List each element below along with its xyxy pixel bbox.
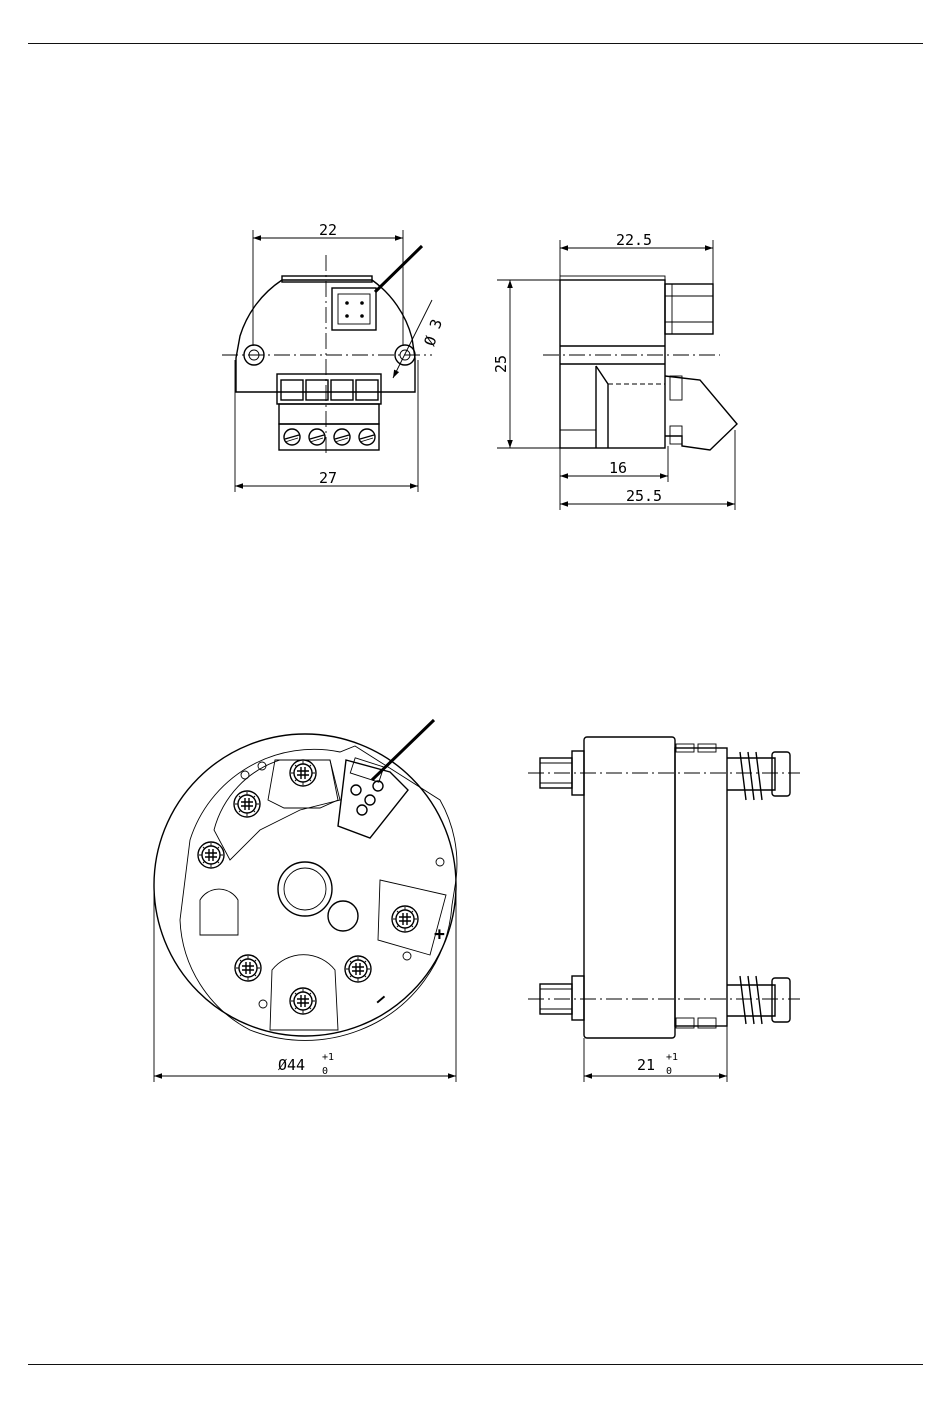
front-view-head: + – Ø44 +1 0	[154, 720, 457, 1082]
plus-mark: +	[434, 924, 445, 945]
dim-hole-3: Ø 3	[420, 317, 445, 348]
minus-mark: –	[370, 988, 390, 1009]
dim-27: 27	[319, 469, 337, 487]
dim-25-5: 25.5	[626, 487, 662, 505]
side-view-head: 21 +1 0	[528, 737, 800, 1082]
front-view-small: 22 27 Ø 3	[222, 221, 446, 492]
tol-44-upper: +1	[322, 1052, 334, 1063]
side-view-small: 25 22.5 16 25.5	[492, 231, 737, 510]
dim-44: Ø44	[278, 1056, 305, 1074]
tol-44-lower: 0	[322, 1066, 328, 1077]
tol-21-lower: 0	[666, 1066, 672, 1077]
dim-22: 22	[319, 221, 337, 239]
dim-25: 25	[492, 355, 510, 373]
dim-16: 16	[609, 459, 627, 477]
dim-21: 21	[637, 1056, 655, 1074]
dim-22-5: 22.5	[616, 231, 652, 249]
tol-21-upper: +1	[666, 1052, 678, 1063]
